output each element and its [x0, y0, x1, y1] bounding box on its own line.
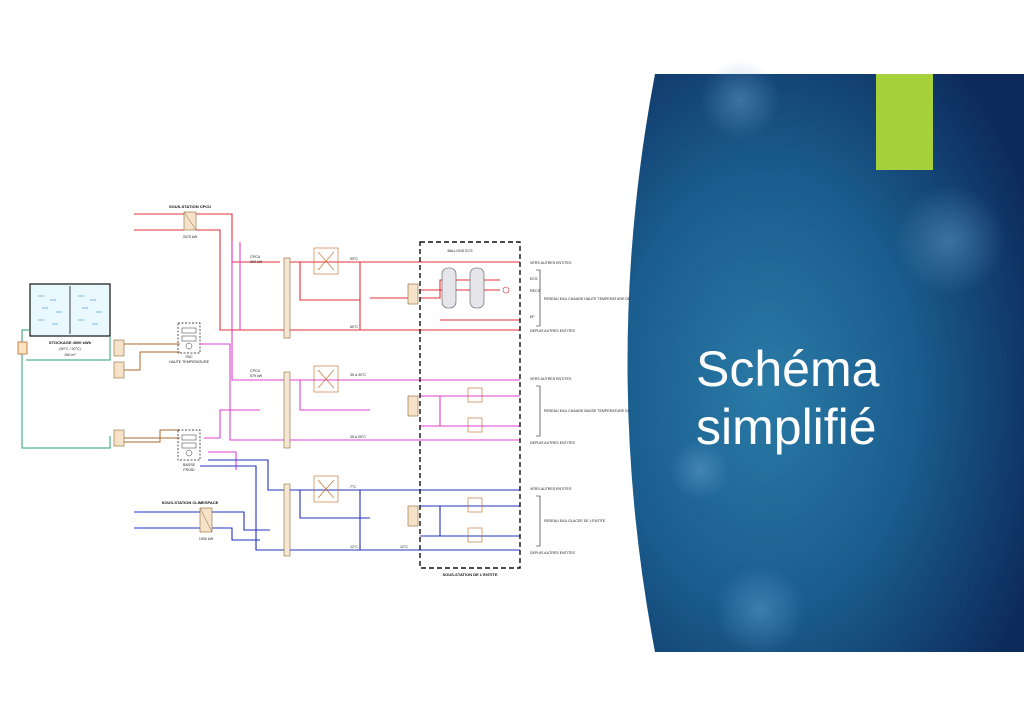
hydraulic-diagram: STOCKAGE 4000 kWh (90°C / 20°C) 250 m³	[17, 204, 647, 577]
depuis-autres-3: DEPUIS AUTRES ENTITES	[530, 551, 576, 555]
pac-ht-sub: HAUTE TEMPERATURE	[169, 360, 210, 364]
storage-volume: 250 m³	[64, 353, 76, 357]
cpcu-low-kw: 579 kW	[250, 374, 263, 378]
glacee-pumps	[313, 475, 483, 543]
storage-tank: STOCKAGE 4000 kWh (90°C / 20°C) 250 m³	[29, 283, 111, 357]
cpcu-substation-power: 3375 kW	[183, 235, 198, 239]
recs-label: RECS	[530, 289, 541, 293]
ht-pumps	[313, 247, 419, 305]
accent-bar	[876, 74, 933, 170]
reseau-ht-label: RESEAU EAU CHAUDE HAUTE TEMPERATURE DE L…	[544, 297, 647, 301]
green-loop	[17, 329, 111, 449]
vers-autres-2: VERS AUTRES ENTITES	[530, 377, 572, 381]
climespace-title: SOUS-STATION CLIMESPACE	[162, 500, 219, 505]
temp-35: 35 à 30°C	[350, 373, 366, 377]
entity-substation-box	[419, 241, 521, 569]
title-line-1: Schéma	[696, 340, 880, 397]
storage-title: STOCKAGE 4000 kWh	[49, 340, 92, 345]
pac-ht-label: PAC	[185, 355, 193, 359]
storage-temp: (90°C / 20°C)	[59, 347, 80, 351]
bt-pumps	[313, 365, 483, 433]
reseau-bt-label: RESEAU EAU CHAUDE BASSE TEMPERATURE DE L…	[544, 409, 647, 413]
temp-60: 60°C	[350, 325, 358, 329]
pac-low-cold: BASSE FROID	[177, 429, 201, 472]
cpcu-low-label: CPCU	[250, 369, 261, 373]
temp-12b: 12°C	[400, 545, 408, 549]
climespace-substation: SOUS-STATION CLIMESPACE 1000 kW	[162, 500, 219, 541]
ef-label: EF	[530, 315, 535, 319]
entity-substation-label: SOUS-STATION DE L'ENTITE	[442, 572, 497, 577]
bt-network	[290, 379, 520, 441]
ecs-tanks: BALLONS ECS	[441, 249, 510, 309]
temp-90: 90°C	[350, 257, 358, 261]
cpcu-hot-label: CPCU	[250, 255, 261, 259]
climespace-power: 1000 kW	[199, 537, 214, 541]
pac-high-temperature: PAC HAUTE TEMPERATURE	[169, 322, 210, 364]
ecs-tanks-label: BALLONS ECS	[448, 249, 474, 253]
collectors	[283, 257, 291, 557]
ecs-label: ECS	[530, 277, 538, 281]
depuis-autres-2: DEPUIS AUTRES ENTITES	[530, 441, 576, 445]
title-line-2: simplifié	[696, 398, 877, 455]
temp-7: 7°C	[350, 485, 356, 489]
reseau-glacee-label: RESEAU EAU GLACEE DE L'ENTITE	[544, 519, 606, 523]
pac-bf-label: BASSE	[183, 463, 196, 467]
temp-25: 35 à 25°C	[350, 435, 366, 439]
glacee-network	[290, 489, 520, 551]
cpcu-substation: SOUS-STATION CPCU 3375 kW	[169, 204, 211, 239]
vers-autres-1: VERS AUTRES ENTITES	[530, 261, 572, 265]
pac-bf-sub: FROID	[183, 468, 195, 472]
temp-12: 12°C	[350, 545, 358, 549]
cpcu-substation-title: SOUS-STATION CPCU	[169, 204, 211, 209]
depuis-autres-1: DEPUIS AUTRES ENTITES	[530, 329, 576, 333]
vers-autres-3: VERS AUTRES ENTITES	[530, 487, 572, 491]
slide-title: Schéma simplifié	[696, 340, 996, 456]
cpcu-hot-kw: 909 kW	[250, 260, 263, 264]
storage-exchangers	[113, 339, 125, 447]
ht-network	[290, 261, 520, 331]
